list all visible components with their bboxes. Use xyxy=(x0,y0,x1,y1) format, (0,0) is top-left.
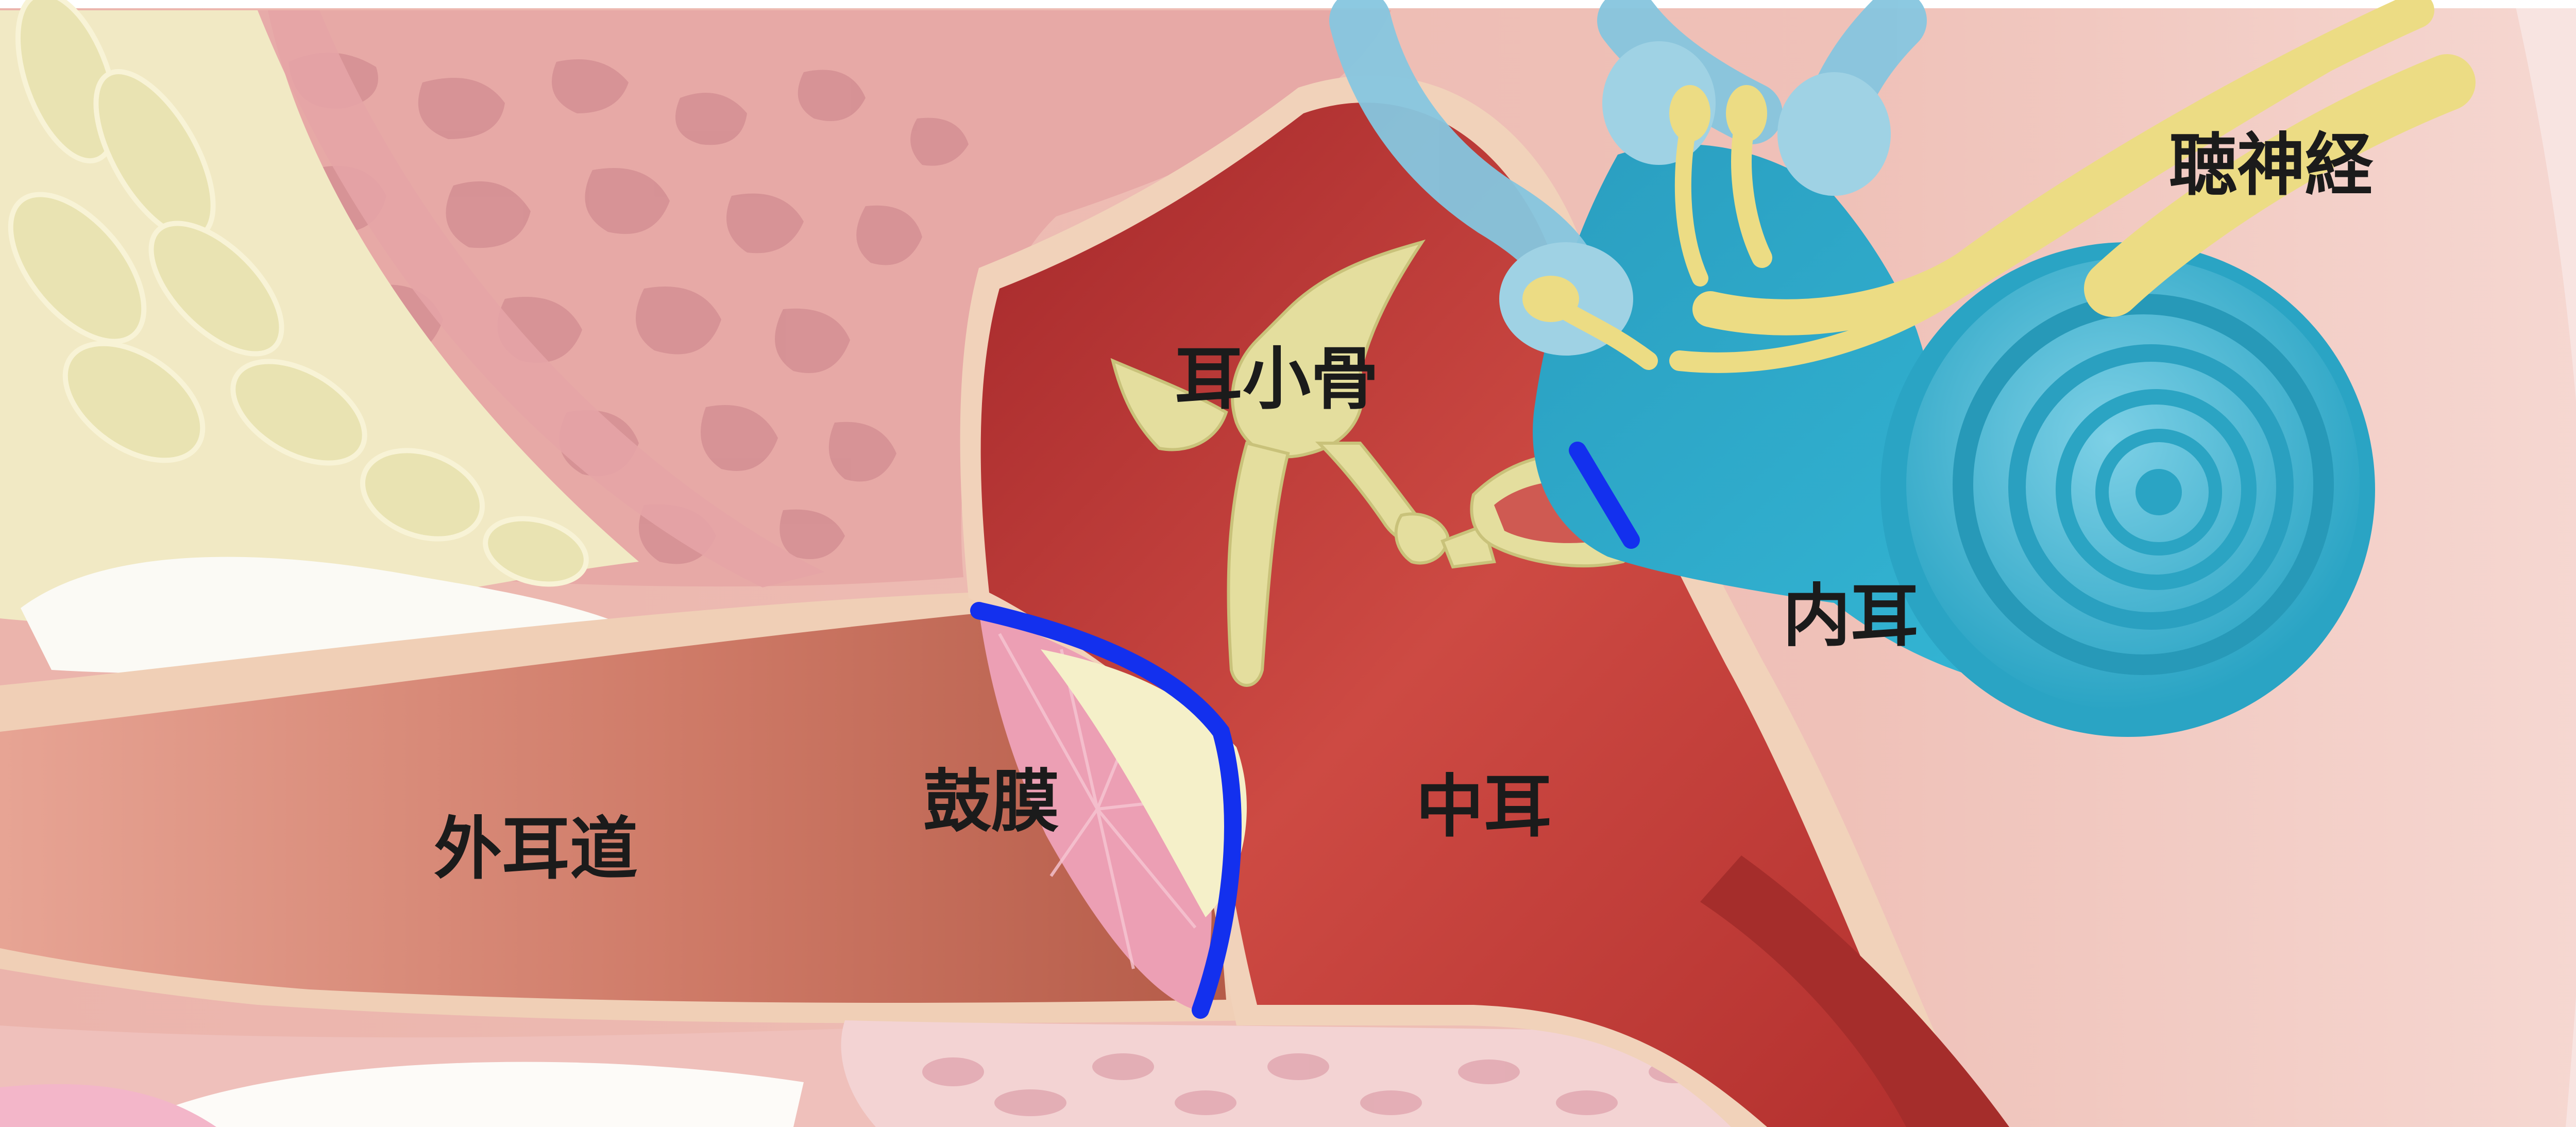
label-auditory-nerve: 聴神経 xyxy=(2169,131,2373,199)
cochlea xyxy=(1880,242,2375,737)
top-white-band xyxy=(0,0,2576,8)
label-outer-ear-canal: 外耳道 xyxy=(434,815,638,883)
label-ossicles: 耳小骨 xyxy=(1175,345,1379,413)
label-inner-ear: 内耳 xyxy=(1783,582,1919,650)
label-tympanic-membrane: 鼓膜 xyxy=(923,768,1059,836)
label-middle-ear: 中耳 xyxy=(1416,773,1552,841)
